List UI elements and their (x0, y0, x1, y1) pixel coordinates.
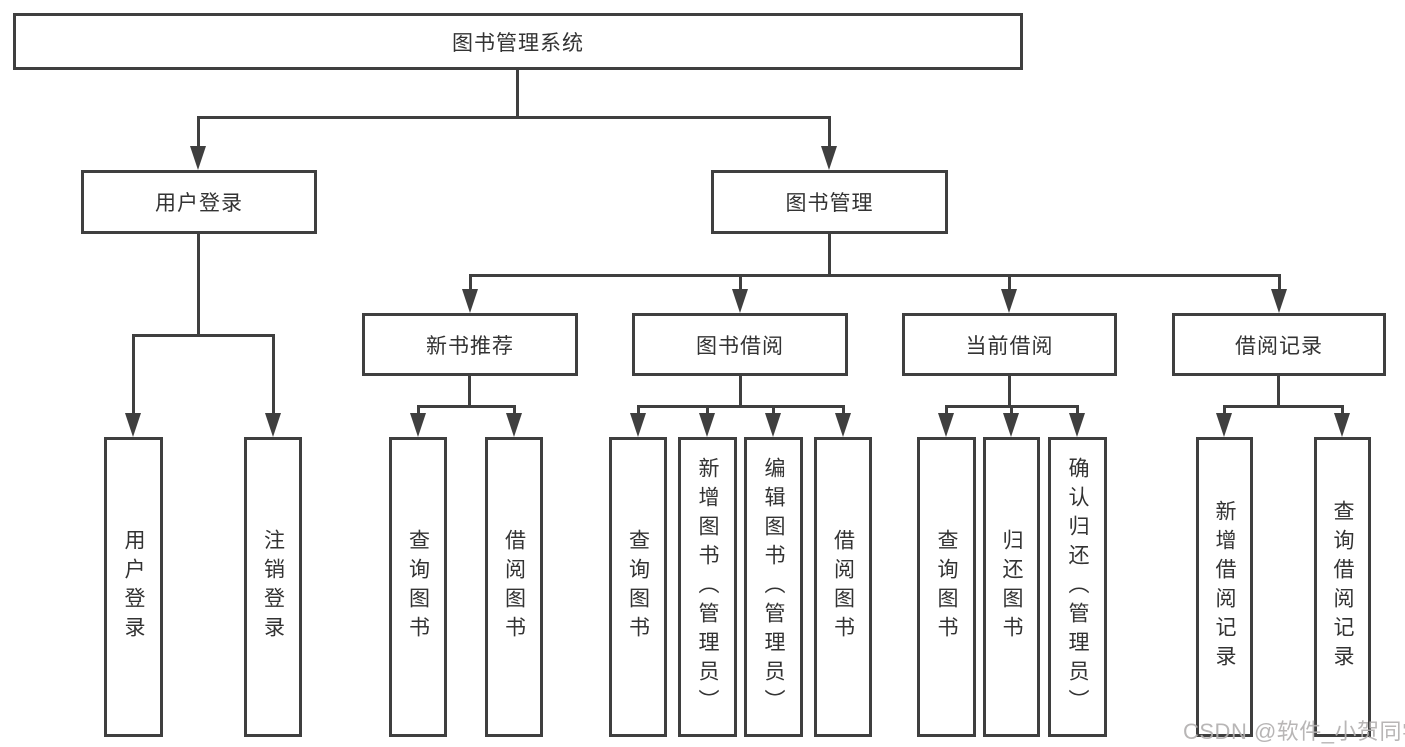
arrow-down-icon (506, 413, 522, 437)
arrow-down-icon (765, 413, 781, 437)
arrow-down-icon (821, 146, 837, 170)
connector-line (637, 405, 845, 408)
leaf-cb-return-books-label: 归还图书 (1000, 529, 1023, 645)
arrow-down-icon (630, 413, 646, 437)
node-book-management: 图书管理 (711, 170, 948, 234)
connector-line (132, 334, 275, 337)
arrow-down-icon (1069, 413, 1085, 437)
connector-line (828, 116, 831, 150)
arrow-down-icon (699, 413, 715, 437)
arrow-down-icon (938, 413, 954, 437)
node-book-borrowing-label: 图书借阅 (696, 334, 784, 358)
connector-line (1223, 405, 1226, 418)
connector-line (417, 405, 516, 408)
leaf-br-query-record-label: 查询借阅记录 (1331, 500, 1354, 674)
connector-line (1277, 375, 1280, 408)
leaf-logout: 注销登录 (244, 437, 302, 737)
node-new-book-recommend-label: 新书推荐 (426, 334, 514, 358)
arrow-down-icon (1334, 413, 1350, 437)
leaf-bb-add-books-admin: 新增图书（管理员） (678, 437, 737, 737)
leaf-nb-query-books-label: 查询图书 (406, 529, 430, 645)
connector-line (1076, 405, 1079, 418)
node-book-borrowing: 图书借阅 (632, 313, 848, 376)
connector-line (516, 68, 519, 119)
leaf-nb-borrow-books: 借阅图书 (485, 437, 543, 737)
leaf-br-add-record-label: 新增借阅记录 (1213, 500, 1236, 674)
leaf-br-query-record: 查询借阅记录 (1314, 437, 1371, 737)
leaf-cb-query-books-label: 查询图书 (935, 529, 958, 645)
arrow-down-icon (1003, 413, 1019, 437)
connector-line (469, 274, 472, 292)
node-book-management-label: 图书管理 (785, 192, 874, 215)
connector-line (739, 274, 742, 292)
connector-line (197, 116, 200, 150)
node-user-login: 用户登录 (81, 170, 317, 234)
arrow-down-icon (732, 289, 748, 313)
connector-line (513, 405, 516, 418)
node-borrowing-records: 借阅记录 (1172, 313, 1386, 376)
connector-line (637, 405, 640, 418)
leaf-cb-confirm-return-admin: 确认归还（管理员） (1048, 437, 1107, 737)
connector-line (1010, 405, 1013, 418)
leaf-bb-edit-books-admin: 编辑图书（管理员） (744, 437, 803, 737)
arrow-down-icon (462, 289, 478, 313)
leaf-bb-edit-books-admin-label: 编辑图书（管理员） (762, 456, 785, 718)
leaf-cb-query-books: 查询图书 (917, 437, 976, 737)
connector-line (739, 375, 742, 408)
csdn-watermark: CSDN @软件_小贺同学 (1183, 719, 1405, 744)
leaf-bb-borrow-books: 借阅图书 (814, 437, 872, 737)
node-current-borrowing: 当前借阅 (902, 313, 1117, 376)
connector-line (842, 405, 845, 418)
arrow-down-icon (410, 413, 426, 437)
node-current-borrowing-label: 当前借阅 (965, 334, 1054, 358)
leaf-nb-borrow-books-label: 借阅图书 (502, 529, 526, 645)
arrow-down-icon (125, 413, 141, 437)
leaf-logout-label: 注销登录 (261, 529, 285, 645)
node-borrowing-records-label: 借阅记录 (1235, 334, 1323, 358)
node-user-login-label: 用户登录 (155, 192, 243, 215)
leaf-br-add-record: 新增借阅记录 (1196, 437, 1253, 737)
node-new-book-recommend: 新书推荐 (362, 313, 578, 376)
leaf-cb-confirm-return-admin-label: 确认归还（管理员） (1066, 456, 1089, 718)
connector-line (132, 334, 135, 418)
node-root-label: 图书管理系统 (452, 31, 584, 55)
connector-line (772, 405, 775, 418)
arrow-down-icon (835, 413, 851, 437)
connector-line (272, 334, 275, 418)
connector-line (197, 232, 200, 337)
leaf-user-login: 用户登录 (104, 437, 163, 737)
arrow-down-icon (1271, 289, 1287, 313)
leaf-bb-borrow-books-label: 借阅图书 (831, 529, 855, 645)
leaf-user-login-label: 用户登录 (122, 529, 145, 645)
connector-line (1223, 405, 1344, 408)
connector-line (945, 405, 948, 418)
connector-line (1008, 375, 1011, 408)
leaf-bb-query-books: 查询图书 (609, 437, 667, 737)
arrow-down-icon (1001, 289, 1017, 313)
connector-line (828, 232, 831, 277)
leaf-cb-return-books: 归还图书 (983, 437, 1040, 737)
connector-line (1008, 274, 1011, 292)
leaf-bb-query-books-label: 查询图书 (626, 529, 650, 645)
leaf-nb-query-books: 查询图书 (389, 437, 447, 737)
node-root: 图书管理系统 (13, 13, 1023, 70)
connector-line (1341, 405, 1344, 418)
connector-line (468, 375, 471, 408)
connector-line (1278, 274, 1281, 292)
connector-line (197, 116, 831, 119)
arrow-down-icon (190, 146, 206, 170)
connector-line (417, 405, 420, 418)
leaf-bb-add-books-admin-label: 新增图书（管理员） (696, 456, 719, 718)
connector-line (706, 405, 709, 418)
arrow-down-icon (265, 413, 281, 437)
arrow-down-icon (1216, 413, 1232, 437)
connector-line (469, 274, 1281, 277)
